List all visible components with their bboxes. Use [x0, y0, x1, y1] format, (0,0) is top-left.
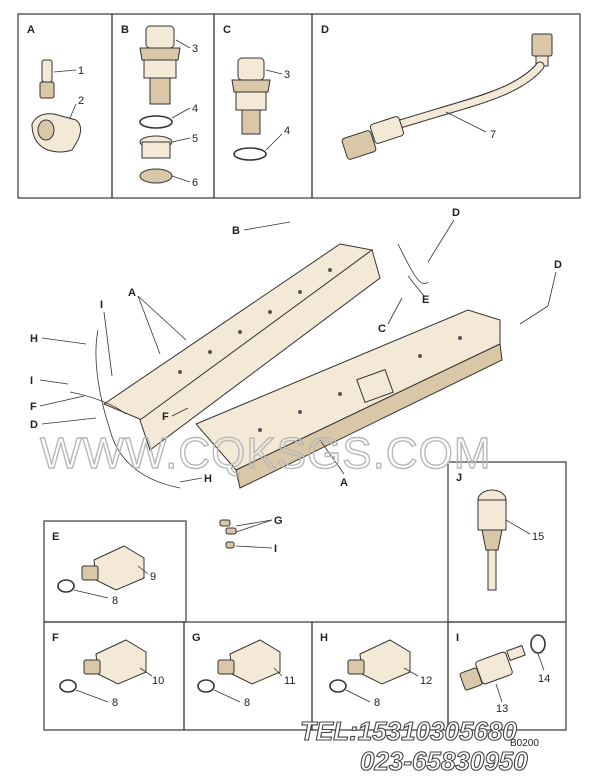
watermark-text: WWW.CQKSGS.COM	[40, 429, 492, 478]
main-assembly: B D D A E C I H I F D F H A G I	[30, 207, 562, 555]
callout-7: 7	[490, 129, 496, 141]
callout-9: 9	[150, 571, 156, 583]
panel-i: I 14 13	[447, 621, 567, 731]
callout-3: 3	[192, 43, 198, 55]
callout-10: 10	[152, 675, 164, 687]
main-label-i1: I	[100, 299, 103, 311]
panel-i-label: I	[456, 632, 459, 644]
panel-f-label: F	[52, 632, 59, 644]
panel-f: F 10 8	[43, 621, 185, 731]
callout-1: 1	[78, 65, 84, 77]
panel-g-label: G	[192, 632, 201, 644]
panel-c-label: C	[223, 24, 231, 36]
panel-g: G 11 8	[183, 621, 313, 731]
panel-h: H 12 8	[311, 621, 449, 731]
panel-d-label: D	[321, 24, 329, 36]
main-label-i2: I	[30, 375, 33, 387]
main-label-a2: A	[340, 477, 348, 489]
panel-a-label: A	[27, 24, 35, 36]
main-label-d2: D	[554, 259, 562, 271]
panel-h-label: H	[320, 632, 328, 644]
main-label-d1: D	[452, 207, 460, 219]
main-label-g: G	[274, 515, 283, 527]
callout-12: 12	[420, 675, 432, 687]
main-label-f1: F	[30, 401, 37, 413]
contact-tel: TEL:15310305680	[300, 716, 517, 746]
callout-4c: 4	[284, 125, 290, 137]
callout-8g: 8	[244, 697, 250, 709]
main-label-c: C	[378, 323, 386, 335]
panel-e: E 9 8	[43, 520, 187, 623]
callout-8e: 8	[112, 595, 118, 607]
callout-13: 13	[496, 703, 508, 715]
main-label-b: B	[232, 225, 240, 237]
panel-j: J 15	[447, 461, 567, 623]
callout-2: 2	[78, 95, 84, 107]
panel-j-label: J	[456, 472, 462, 484]
callout-4: 4	[192, 103, 198, 115]
callout-11: 11	[284, 675, 295, 687]
main-label-a1: A	[128, 287, 136, 299]
drawing-code: B0200	[510, 738, 539, 749]
panel-b-label: B	[121, 24, 129, 36]
main-label-i3: I	[274, 543, 277, 555]
panel-d: D 7	[311, 13, 581, 199]
main-label-d3: D	[30, 419, 38, 431]
main-label-e: E	[422, 294, 429, 306]
main-label-h1: H	[30, 333, 38, 345]
main-label-h2: H	[204, 473, 212, 485]
main-label-f2: F	[162, 411, 169, 423]
callout-3c: 3	[284, 69, 290, 81]
panel-a: A 1 2	[17, 13, 113, 199]
callout-8h: 8	[374, 697, 380, 709]
panel-b: B 3 4 5 6	[111, 13, 215, 199]
contact-phone: 023-65830950	[360, 746, 528, 776]
callout-14: 14	[538, 673, 550, 685]
panel-c: C 3 4	[213, 13, 313, 199]
panel-e-label: E	[52, 531, 59, 543]
callout-15: 15	[532, 531, 544, 543]
callout-5: 5	[192, 133, 198, 145]
callout-8f: 8	[112, 697, 118, 709]
callout-6: 6	[192, 177, 198, 189]
